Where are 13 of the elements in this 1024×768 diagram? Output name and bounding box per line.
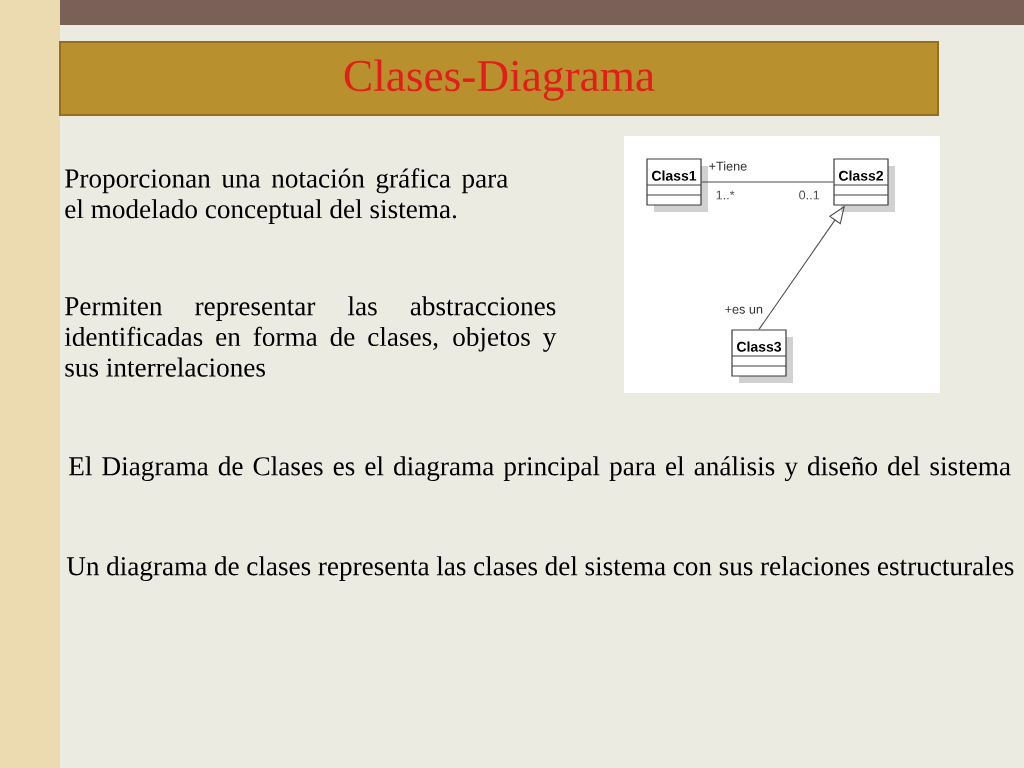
paragraph: Permiten representar las abstracciones identificadas en forma de clases, objetos y sus interrelaciones	[64, 296, 557, 377]
connector	[701, 181, 834, 183]
paragraph: Un diagrama de clases representa las clases del sistema con sus relaciones estructurales	[66, 556, 1014, 581]
class-box: Class1	[646, 158, 708, 212]
edge-label: +Tiene	[709, 161, 747, 171]
paragraph: Proporcionan una notación gráfica para el modelado conceptual del sistema.	[65, 168, 508, 224]
paragraph: El Diagrama de Clases es el diagrama principal para el análisis y diseño del sistema	[69, 456, 1011, 482]
class-box: Class2	[833, 158, 895, 212]
title-banner: Clases-Diagrama	[59, 41, 939, 116]
edge-label: +es un	[725, 306, 763, 314]
multiplicity-label: 0..1	[799, 190, 820, 200]
class-box: Class3	[731, 329, 793, 383]
multiplicity-label: 1..*	[716, 190, 735, 200]
